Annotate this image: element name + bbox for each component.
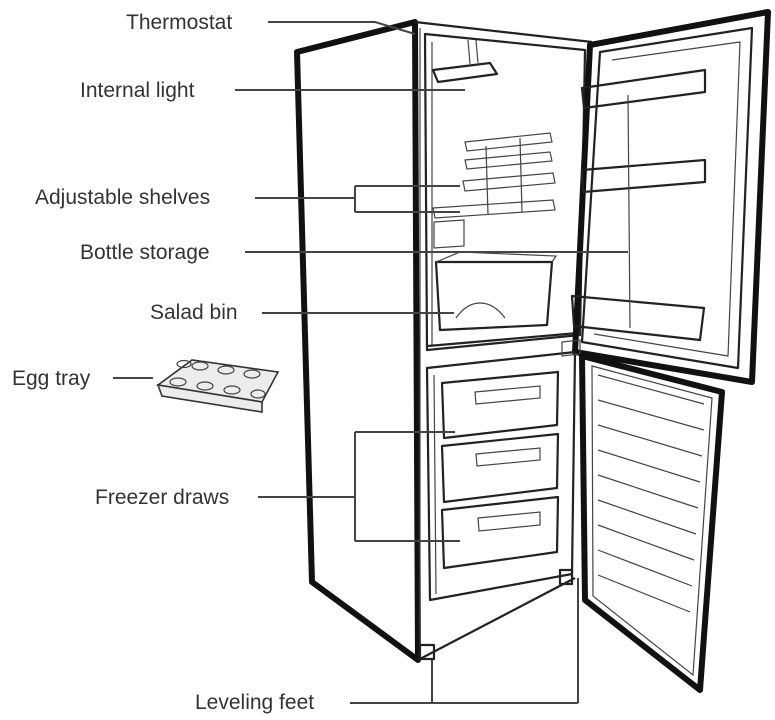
label-thermostat: Thermostat <box>126 11 233 34</box>
leveling-feet-group <box>418 568 574 661</box>
cabinet-body <box>294 19 593 663</box>
leader-lines <box>113 21 628 704</box>
label-adjustable-shelves: Adjustable shelves <box>35 186 211 209</box>
label-bottle-storage: Bottle storage <box>80 241 210 264</box>
freezer-drawer-3 <box>440 495 560 570</box>
label-salad-bin: Salad bin <box>150 301 238 324</box>
freezer-door <box>579 353 725 693</box>
door-bottle-rack <box>570 294 706 342</box>
door-shelf-top <box>580 68 707 110</box>
label-internal-light: Internal light <box>80 79 195 102</box>
label-freezer-draws: Freezer draws <box>95 486 230 509</box>
salad-bin-drawer <box>434 251 558 332</box>
freezer-drawer-2 <box>440 432 560 504</box>
freezer-compartment <box>425 339 581 602</box>
leveling-foot-right <box>558 568 574 586</box>
fridge-compartment <box>423 32 587 352</box>
fridge-door <box>570 9 771 385</box>
internal-light-housing <box>431 61 499 84</box>
adjustable-shelves-group <box>432 132 556 219</box>
freezer-drawer-1 <box>440 370 560 440</box>
label-egg-tray: Egg tray <box>12 367 91 390</box>
leveling-foot-left <box>418 643 436 661</box>
egg-tray-illustration <box>155 359 280 413</box>
door-shelf-middle <box>580 158 707 194</box>
label-leveling-feet: Leveling feet <box>195 691 315 714</box>
